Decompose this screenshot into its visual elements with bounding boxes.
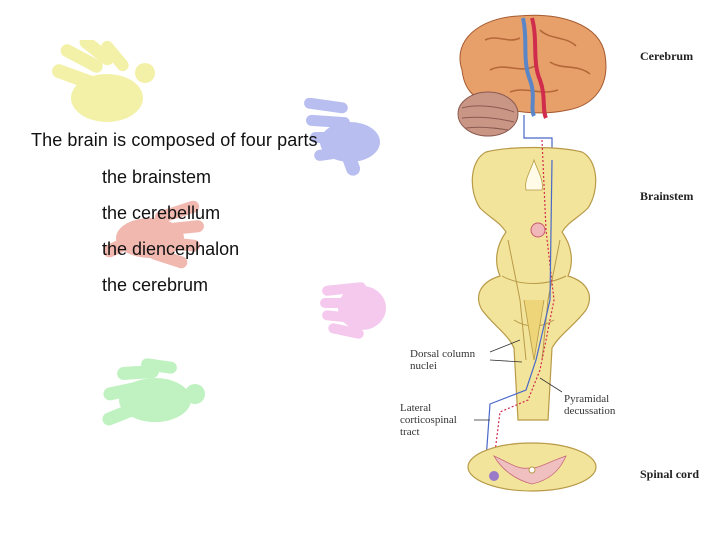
cerebrum-drawing bbox=[457, 14, 607, 137]
slide-heading: The brain is composed of four parts bbox=[31, 130, 318, 150]
green-hand-decoration bbox=[102, 358, 205, 426]
brainstem-drawing bbox=[471, 139, 597, 461]
red-hand-decoration bbox=[103, 200, 204, 269]
part-diencephalon: the diencephalon bbox=[102, 239, 240, 259]
brainstem-label: Brainstem bbox=[640, 189, 694, 203]
lateral-corticospinal-tract-label: Lateral corticospinal tract bbox=[400, 402, 457, 438]
part-brainstem: the brainstem bbox=[102, 167, 212, 187]
spinal-cord-drawing bbox=[467, 442, 597, 492]
pink-hand-decoration bbox=[320, 282, 386, 339]
brain-pathway-illustration: Cerebrum Brainstem Spinal cord Dorsal co… bbox=[390, 0, 720, 540]
part-cerebrum: the cerebrum bbox=[102, 275, 209, 295]
blue-hand-decoration bbox=[304, 98, 380, 176]
spinal-cord-label: Spinal cord bbox=[640, 467, 700, 481]
yellow-hand-decoration bbox=[52, 40, 155, 122]
cerebrum-label: Cerebrum bbox=[640, 49, 694, 63]
pyramidal-decussation-label: Pyramidal decussation bbox=[564, 393, 616, 417]
brain-diagram bbox=[457, 14, 607, 492]
dorsal-column-nuclei-label: Dorsal column nuclei bbox=[410, 348, 476, 372]
part-cerebellum: the cerebellum bbox=[102, 203, 221, 223]
